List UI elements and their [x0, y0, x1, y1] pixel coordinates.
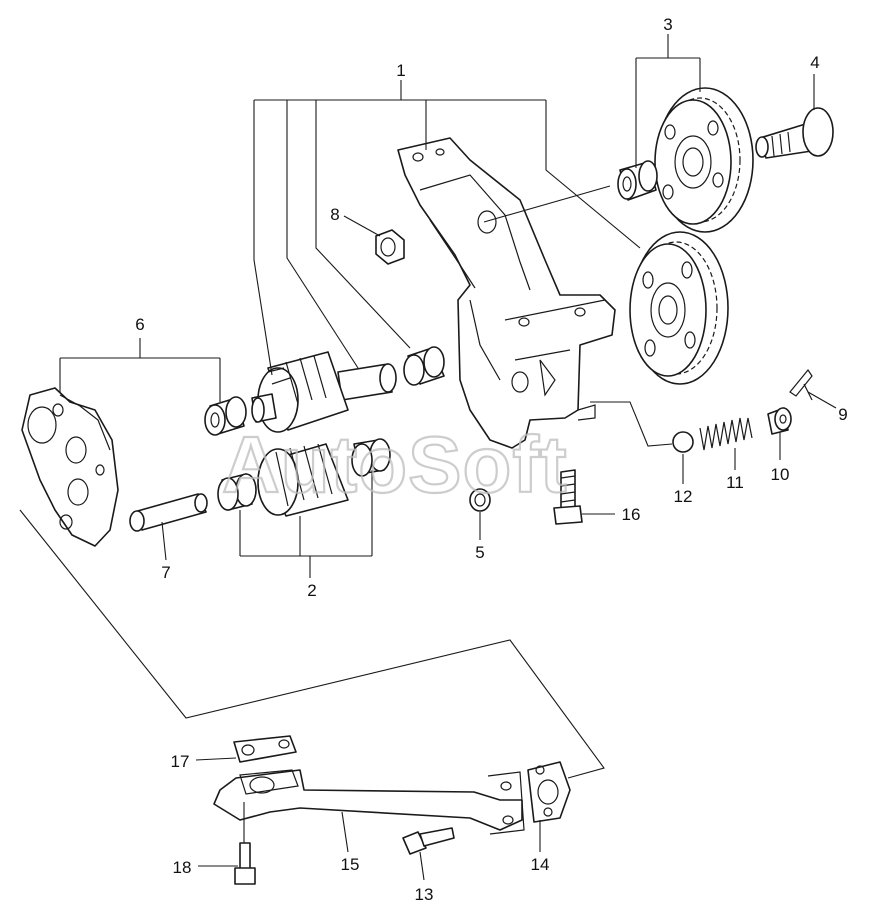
callout-5: 5: [475, 543, 484, 562]
callout-3: 3: [663, 15, 672, 34]
callout-14: 14: [531, 855, 550, 874]
idler-gear-lower: [629, 231, 729, 385]
pump-cover: [21, 387, 119, 547]
callout-1: 1: [396, 61, 405, 80]
relief-valve-spring: [699, 417, 753, 451]
cover-bushing: [204, 396, 247, 436]
callout-4: 4: [810, 53, 819, 72]
callout-6: 6: [135, 315, 144, 334]
drive-gear-upper: [654, 87, 754, 233]
callout-17: 17: [171, 752, 190, 771]
pump-drive-gear: [251, 351, 397, 433]
callout-15: 15: [341, 855, 360, 874]
callout-16: 16: [622, 505, 641, 524]
callout-2: 2: [307, 581, 316, 600]
gear-bushing: [617, 160, 658, 201]
shaft-bushing: [403, 346, 445, 386]
callout-8: 8: [330, 205, 339, 224]
callout-18: 18: [173, 858, 192, 877]
valve-plug: [767, 407, 792, 435]
callout-labels: 1 2 3 4 5 6 7 8 9 10 11 12 13 14 15 16 1…: [135, 15, 847, 904]
housing-bolt: [553, 469, 583, 525]
callout-9: 9: [838, 405, 847, 424]
pipe-bracket-bolt: [234, 842, 256, 885]
oil-suction-pipe: [213, 769, 525, 835]
leader-lines: [19, 34, 837, 881]
relief-valve-ball: [672, 431, 694, 453]
callout-11: 11: [726, 473, 744, 492]
cotter-pin: [789, 368, 813, 401]
locating-sleeve: [469, 488, 491, 512]
flange-bolt: [402, 827, 455, 855]
callout-10: 10: [771, 465, 790, 484]
gear-axle-pin: [755, 107, 834, 159]
idler-shaft: [129, 493, 208, 532]
pump-driven-gear: [217, 438, 391, 517]
watermark-text: AutoSoft: [222, 420, 568, 509]
callout-7: 7: [161, 563, 170, 582]
pipe-flange-gasket-lower: [527, 761, 571, 823]
pump-housing: [397, 137, 616, 449]
callout-13: 13: [415, 885, 434, 904]
pipe-flange-gasket-upper: [233, 735, 297, 763]
callout-12: 12: [674, 487, 693, 506]
hex-nut: [375, 229, 405, 265]
